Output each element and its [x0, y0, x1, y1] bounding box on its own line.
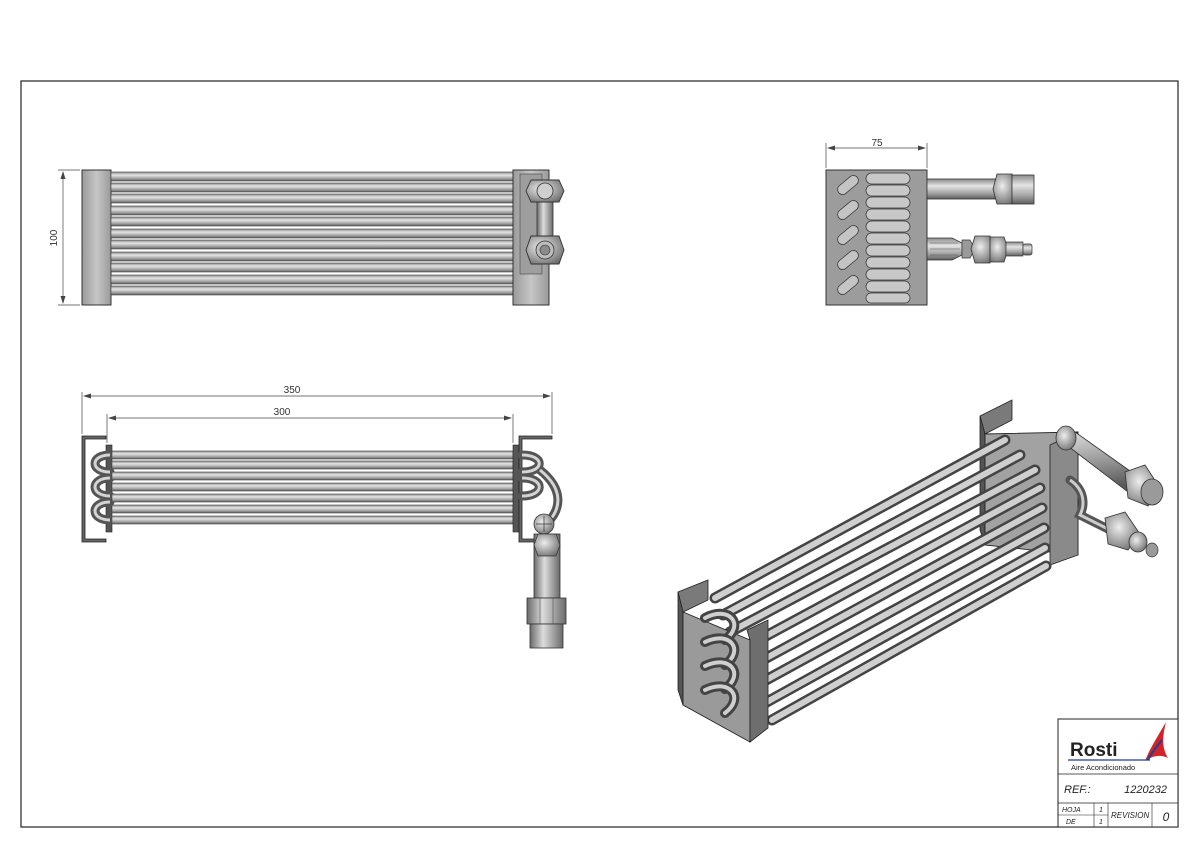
isometric-view-tubes	[709, 434, 1052, 726]
dimension-height-label: 100	[49, 229, 60, 246]
top-view-outlet	[526, 513, 567, 649]
side-view-tube-ends-right	[865, 172, 911, 304]
front-view-tubes	[110, 171, 515, 296]
side-view: 75	[825, 138, 1035, 306]
sheet-border	[20, 80, 1179, 828]
isometric-view-return-bends	[700, 608, 740, 718]
dimension-depth: 75	[825, 138, 928, 168]
de-label: DE	[1066, 819, 1076, 826]
revision-label: REVISION	[1111, 811, 1149, 820]
revision-value: 0	[1163, 810, 1170, 824]
isometric-view	[677, 399, 1164, 743]
rosti-logo-tagline: Aire Acondicionado	[1071, 763, 1135, 772]
ref-value: 1220232	[1124, 784, 1167, 796]
side-view-tube-ends-left	[837, 175, 859, 295]
top-view-tubes	[111, 450, 514, 525]
hoja-label: HOJA	[1062, 807, 1081, 814]
dimension-overall-length-label: 350	[284, 385, 301, 396]
de-value: 1	[1099, 819, 1103, 826]
rosti-logo-swoosh-icon	[1145, 722, 1168, 761]
side-view-inlet-pipe	[926, 235, 1033, 264]
dimension-overall-length: 350	[81, 385, 553, 434]
front-view-fittings	[525, 179, 565, 265]
isometric-view-fittings	[1055, 425, 1164, 558]
dimension-tube-length-label: 300	[274, 407, 291, 418]
dimension-height: 100	[49, 169, 80, 306]
rosti-logo-text: Rosti	[1070, 740, 1118, 761]
rosti-logo: Rosti Aire Acondicionado	[1068, 722, 1168, 772]
hoja-value: 1	[1099, 807, 1103, 814]
ref-label: REF.:	[1064, 784, 1091, 796]
side-view-outlet-pipe	[926, 173, 1035, 205]
top-view: 350 300	[81, 385, 567, 649]
title-block: Rosti Aire Acondicionado REF.: 1220232 H…	[1057, 718, 1179, 828]
dimension-depth-label: 75	[871, 138, 883, 149]
front-view: 100	[49, 169, 565, 306]
dimension-tube-length: 300	[106, 407, 514, 443]
